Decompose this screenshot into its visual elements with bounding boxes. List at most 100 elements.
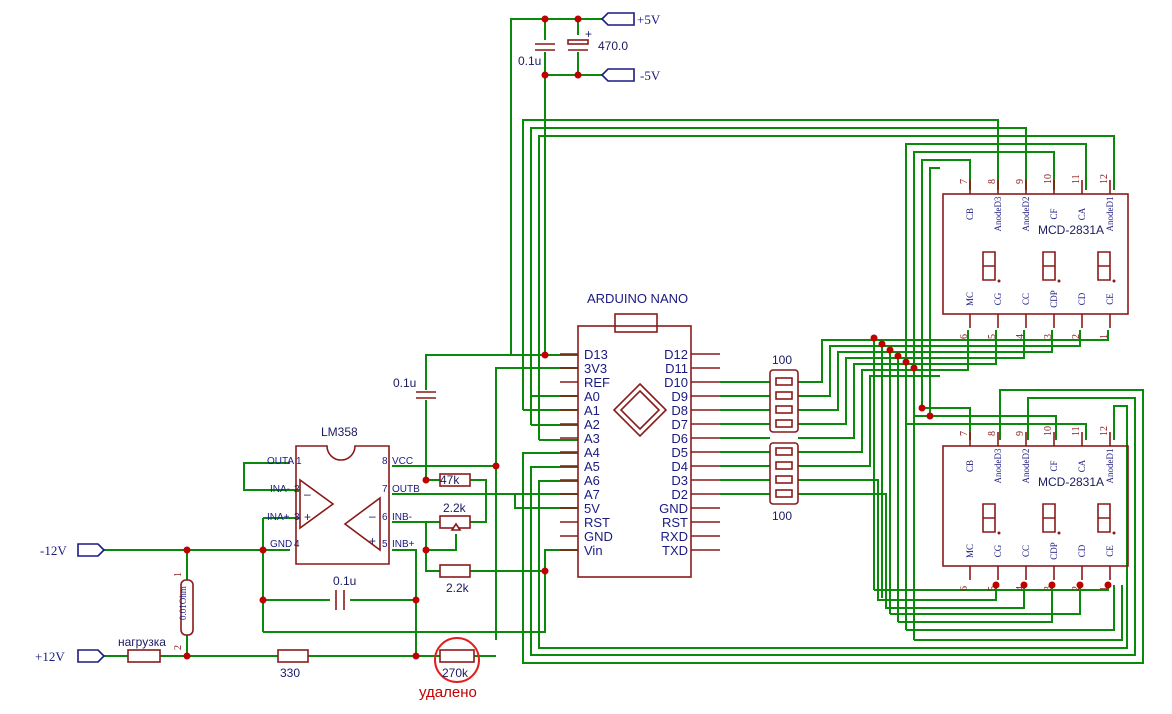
display-bot-label: MC bbox=[965, 544, 975, 558]
arduino-pin-d12: D12 bbox=[664, 347, 688, 362]
display-bot-label: CDP bbox=[1049, 542, 1059, 560]
lm358-chip: LM358 – + – + OUTA 1 INA- 2 INA+ 3 GND 4… bbox=[267, 425, 420, 565]
arduino-pin-d5: D5 bbox=[671, 445, 688, 460]
r270k-label: 270k bbox=[442, 666, 469, 680]
display-top-pin: 11 bbox=[1071, 426, 1082, 436]
junction-dot bbox=[412, 596, 420, 604]
r22k-a-label: 2.2k bbox=[443, 501, 467, 515]
net-p12: +12V bbox=[35, 649, 65, 664]
wires bbox=[104, 18, 1144, 664]
r22k-b-label: 2.2k bbox=[446, 581, 470, 595]
arduino-pin-d6: D6 bbox=[671, 431, 688, 446]
power-flags: +5V -5V -12V +12V bbox=[35, 12, 661, 664]
display-top-label: CA bbox=[1077, 207, 1087, 220]
capacitors: 0.1u + 470.0 0.1u 0.1u bbox=[333, 27, 628, 610]
display-bot-label: MC bbox=[965, 292, 975, 306]
display-bot-label: CE bbox=[1105, 293, 1115, 305]
decimal-point bbox=[1112, 279, 1116, 283]
junction-dot bbox=[574, 71, 582, 79]
arduino-nano: ARDUINO NANO D133V3REFA0A1A2A3A4A5A6A75V… bbox=[560, 291, 720, 578]
decimal-point bbox=[997, 279, 1001, 283]
junction-dot bbox=[541, 351, 549, 359]
arduino-pin-rst: RST bbox=[662, 515, 688, 530]
svg-text:2: 2 bbox=[294, 484, 300, 495]
arduino-pin-ref: REF bbox=[584, 375, 610, 390]
svg-text:INB+: INB+ bbox=[392, 539, 415, 550]
display-top-label: AnodeD2 bbox=[1021, 197, 1031, 232]
display-bot-pin: 2 bbox=[1071, 334, 1082, 339]
display-top-pin: 12 bbox=[1099, 174, 1110, 184]
rpack-top-label: 100 bbox=[772, 353, 792, 367]
decimal-point bbox=[1057, 531, 1061, 535]
junction-dot bbox=[878, 340, 886, 348]
display-top-label: AnodeD3 bbox=[993, 196, 1003, 231]
seven-seg-digit bbox=[982, 503, 996, 533]
arduino-pin-d4: D4 bbox=[671, 459, 688, 474]
svg-text:INB-: INB- bbox=[392, 512, 412, 523]
load-label: нагрузка bbox=[118, 635, 166, 649]
cap-c1-label: 0.1u bbox=[518, 54, 541, 68]
display-bot-label: CDP bbox=[1049, 290, 1059, 308]
arduino-pin-txd: TXD bbox=[662, 543, 688, 558]
arduino-pin-vin: Vin bbox=[584, 543, 603, 558]
display-top-label: AnodeD1 bbox=[1105, 197, 1115, 232]
svg-text:+: + bbox=[585, 27, 592, 41]
decimal-point bbox=[997, 531, 1001, 535]
svg-text:+: + bbox=[304, 510, 311, 524]
shunt-label: 0.01Ohm bbox=[178, 586, 188, 620]
svg-text:7: 7 bbox=[382, 484, 388, 495]
seven-seg-digit bbox=[1097, 251, 1111, 281]
arduino-pin-a3: A3 bbox=[584, 431, 600, 446]
display-bot-pin: 3 bbox=[1043, 586, 1054, 591]
net-p5: +5V bbox=[637, 12, 661, 27]
junction-dot bbox=[886, 346, 894, 354]
junctions bbox=[183, 15, 1112, 660]
arduino-pin-d7: D7 bbox=[671, 417, 688, 432]
display-bot-label: CC bbox=[1021, 545, 1031, 557]
junction-dot bbox=[492, 462, 500, 470]
display-bot-pin: 4 bbox=[1015, 334, 1026, 339]
arduino-pin-a1: A1 bbox=[584, 403, 600, 418]
arduino-pin-d2: D2 bbox=[671, 487, 688, 502]
display-bot-pin: 5 bbox=[987, 334, 998, 339]
arduino-title: ARDUINO NANO bbox=[587, 291, 688, 306]
arduino-pin-gnd: GND bbox=[584, 529, 613, 544]
junction-dot bbox=[910, 364, 918, 372]
display-bot-pin: 6 bbox=[959, 334, 970, 339]
display-top-pin: 7 bbox=[959, 179, 970, 184]
arduino-pin-d3: D3 bbox=[671, 473, 688, 488]
svg-text:1: 1 bbox=[296, 456, 302, 467]
junction-dot bbox=[574, 15, 582, 23]
display-lower: MCD-2831A7CB6MC8AnodeD35CG9AnodeD24CC10C… bbox=[942, 426, 1129, 591]
display-bot-label: CD bbox=[1077, 544, 1087, 557]
display-top-pin: 9 bbox=[1015, 179, 1026, 184]
svg-text:5: 5 bbox=[382, 539, 388, 550]
arduino-pin-3v3: 3V3 bbox=[584, 361, 607, 376]
junction-dot bbox=[992, 581, 1000, 589]
display-name: MCD-2831A bbox=[1038, 475, 1104, 489]
junction-dot bbox=[870, 334, 878, 342]
decimal-point bbox=[1112, 531, 1116, 535]
decimal-point bbox=[1057, 279, 1061, 283]
svg-text:6: 6 bbox=[382, 512, 388, 523]
junction-dot bbox=[1076, 581, 1084, 589]
display-top-pin: 8 bbox=[987, 179, 998, 184]
resistors: 47k 2.2k 2.2k 330 270k удалено нагрузка … bbox=[118, 473, 480, 701]
cap-c4-label: 0.1u bbox=[333, 574, 356, 588]
display-top-pin: 11 bbox=[1071, 174, 1082, 184]
display-top-label: AnodeD3 bbox=[993, 448, 1003, 483]
junction-dot bbox=[412, 652, 420, 660]
junction-dot bbox=[422, 476, 430, 484]
arduino-pin-a5: A5 bbox=[584, 459, 600, 474]
net-m5: -5V bbox=[640, 68, 661, 83]
display-top-label: CB bbox=[965, 208, 975, 220]
display-bot-pin: 5 bbox=[987, 586, 998, 591]
junction-dot bbox=[541, 15, 549, 23]
junction-dot bbox=[902, 358, 910, 366]
display-body bbox=[942, 445, 1129, 567]
arduino-pin-d11: D11 bbox=[665, 361, 688, 376]
display-bot-label: CE bbox=[1105, 545, 1115, 557]
arduino-pin-a0: A0 bbox=[584, 389, 600, 404]
